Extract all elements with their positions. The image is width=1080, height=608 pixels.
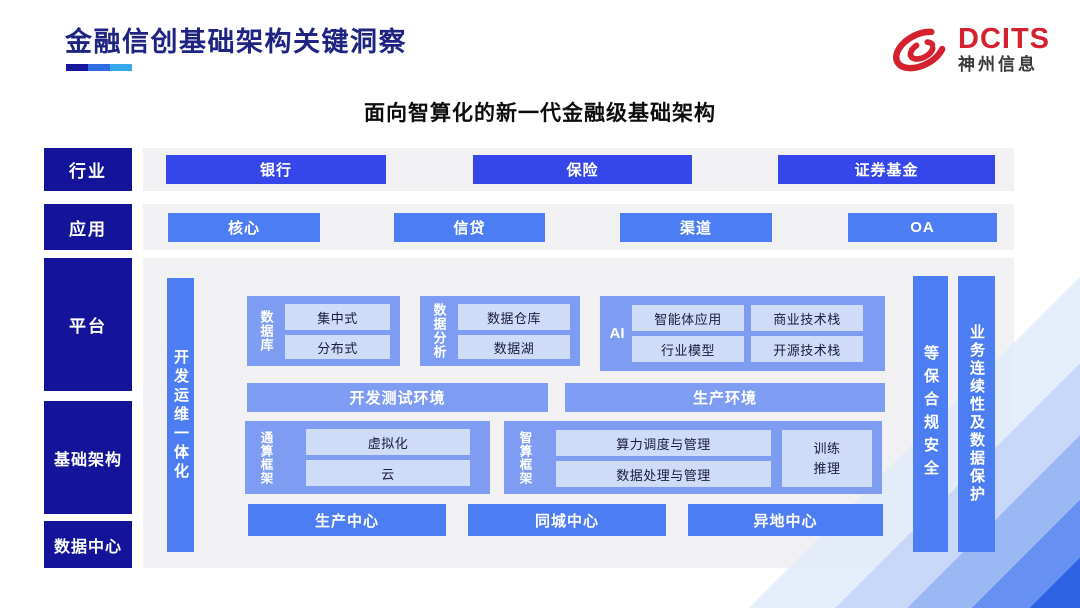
ai-item-opensource-stack: 开源技术栈 bbox=[751, 336, 863, 362]
company-logo: DCITS 神州信息 bbox=[888, 16, 1058, 84]
ai-item-agent-app: 智能体应用 bbox=[632, 305, 744, 331]
datacenter-same-city: 同城中心 bbox=[468, 504, 666, 536]
intelligent-computing-group: 智算框架 算力调度与管理 数据处理与管理 训练推理 bbox=[504, 421, 882, 494]
layer-label-datacenter: 数据中心 bbox=[44, 521, 132, 568]
ai-item-commercial-stack: 商业技术栈 bbox=[751, 305, 863, 331]
intelligent-item-compute-scheduling: 算力调度与管理 bbox=[556, 430, 771, 456]
intelligent-item-training-inference: 训练推理 bbox=[782, 430, 872, 487]
business-continuity-label: 业务连续性及数据保护 bbox=[968, 324, 985, 504]
general-item-virtualization: 虚拟化 bbox=[306, 429, 470, 455]
logo-brand-name: DCITS bbox=[958, 23, 1050, 55]
datacenter-remote: 异地中心 bbox=[688, 504, 883, 536]
business-continuity-bar: 业务连续性及数据保护 bbox=[958, 276, 995, 552]
application-item-oa: OA bbox=[848, 213, 997, 242]
layer-label-industry: 行业 bbox=[44, 148, 132, 191]
ai-group-label: AI bbox=[609, 325, 625, 342]
logo-company-name: 神州信息 bbox=[958, 55, 1038, 74]
layer-label-application: 应用 bbox=[44, 204, 132, 250]
general-computing-label: 通算框架 bbox=[258, 430, 273, 485]
devops-bar: 开发运维一体化 bbox=[167, 278, 194, 552]
industry-item-bank: 银行 bbox=[166, 155, 386, 184]
database-group-label: 数据库 bbox=[258, 310, 274, 352]
database-group: 数据库 集中式 分布式 bbox=[247, 296, 400, 366]
application-item-channel: 渠道 bbox=[620, 213, 772, 242]
security-compliance-label: 等保合规安全 bbox=[922, 345, 939, 483]
underline-segment-mid bbox=[88, 64, 110, 71]
devops-bar-label: 开发运维一体化 bbox=[172, 348, 189, 482]
swirl-logo-icon bbox=[893, 28, 947, 72]
title-underline bbox=[66, 64, 132, 71]
underline-segment-dark bbox=[66, 64, 88, 71]
intelligent-computing-label: 智算框架 bbox=[517, 430, 532, 485]
intelligent-item-data-processing: 数据处理与管理 bbox=[556, 461, 771, 487]
industry-item-securities: 证券基金 bbox=[778, 155, 995, 184]
security-compliance-bar: 等保合规安全 bbox=[913, 276, 948, 552]
analytics-item-lake: 数据湖 bbox=[458, 335, 570, 359]
industry-item-insurance: 保险 bbox=[473, 155, 692, 184]
analytics-item-warehouse: 数据仓库 bbox=[458, 304, 570, 330]
production-environment: 生产环境 bbox=[565, 383, 885, 412]
database-item-distributed: 分布式 bbox=[285, 335, 390, 359]
database-item-centralized: 集中式 bbox=[285, 304, 390, 330]
diagram-title: 面向智算化的新一代金融级基础架构 bbox=[364, 102, 716, 125]
application-item-credit: 信贷 bbox=[394, 213, 545, 242]
logo-text: DCITS 神州信息 bbox=[958, 24, 1050, 76]
layer-label-infrastructure: 基础架构 bbox=[44, 401, 132, 514]
datacenter-production: 生产中心 bbox=[248, 504, 446, 536]
page-title: 金融信创基础架构关键洞察 bbox=[65, 27, 407, 57]
application-item-core: 核心 bbox=[168, 213, 320, 242]
ai-item-industry-model: 行业模型 bbox=[632, 336, 744, 362]
analytics-group: 数据分析 数据仓库 数据湖 bbox=[420, 296, 580, 366]
analytics-group-label: 数据分析 bbox=[431, 303, 447, 359]
dev-test-environment: 开发测试环境 bbox=[247, 383, 548, 412]
general-computing-group: 通算框架 虚拟化 云 bbox=[245, 421, 490, 494]
underline-segment-light bbox=[110, 64, 132, 71]
ai-group: AI 智能体应用 商业技术栈 行业模型 开源技术栈 bbox=[600, 296, 885, 371]
layer-label-platform: 平台 bbox=[44, 258, 132, 391]
general-item-cloud: 云 bbox=[306, 460, 470, 486]
